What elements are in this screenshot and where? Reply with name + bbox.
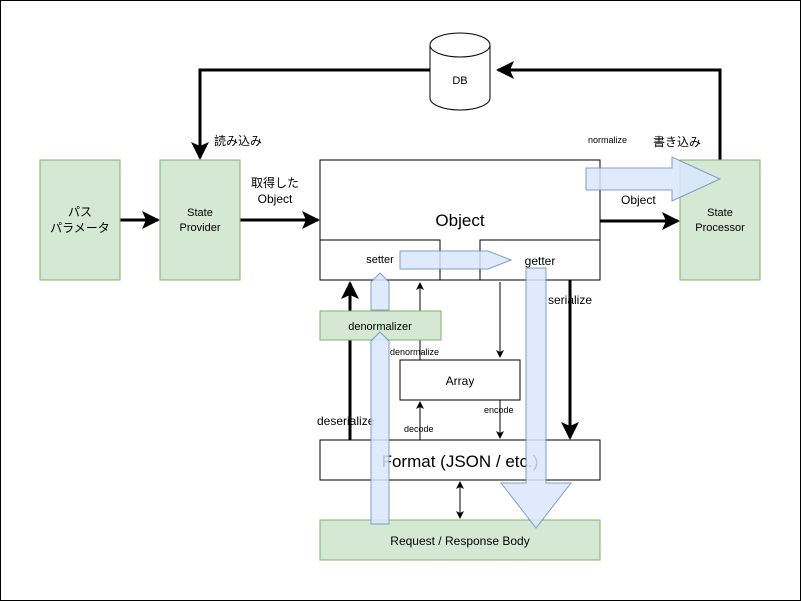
db-to-provider-edge xyxy=(191,68,430,160)
array-box: Array xyxy=(399,359,521,401)
state-provider-label-2: Provider xyxy=(180,222,221,234)
getter-to-body-flow-arrow xyxy=(499,267,573,529)
db-label: DB xyxy=(452,75,467,87)
path-params-box: パス パラメータ xyxy=(39,159,121,281)
normalize-flow-arrow xyxy=(585,156,722,202)
denormalize-label: denormalize xyxy=(390,347,439,357)
path-params-label-2: パラメータ xyxy=(50,221,110,235)
setter-to-getter-flow-arrow xyxy=(399,250,513,270)
write-label: 書き込み xyxy=(653,135,701,149)
denormalizer-label: denormalizer xyxy=(348,321,412,333)
state-processor-label-2: Processor xyxy=(695,222,745,234)
body-to-denormalizer-flow-arrow xyxy=(370,331,390,525)
request-response-body-label: Request / Response Body xyxy=(390,534,529,548)
state-processor-label-1: State xyxy=(707,207,733,219)
setter-label: setter xyxy=(366,254,394,266)
path-params-label-1: パス xyxy=(68,205,92,219)
read-label: 読み込み xyxy=(214,133,262,148)
processor-to-db-edge xyxy=(496,61,722,160)
request-response-body-box: Request / Response Body xyxy=(319,519,601,561)
getter-label: getter xyxy=(525,254,556,268)
object-title: Object xyxy=(435,211,484,230)
array-label: Array xyxy=(446,374,475,388)
normalize-label: normalize xyxy=(588,135,627,145)
encode-label: encode xyxy=(484,405,514,415)
deserialize-label: deserialize xyxy=(317,414,375,428)
object-to-processor-label: Object xyxy=(621,193,656,207)
state-provider-box: State Provider xyxy=(159,159,241,281)
serialize-label: serialize xyxy=(548,293,592,307)
format-label: Format (JSON / etc.) xyxy=(382,452,539,471)
decode-label: decode xyxy=(404,424,434,434)
fetched-object-label-2: Object xyxy=(258,192,293,206)
format-box: Format (JSON / etc.) xyxy=(319,439,601,481)
fetched-object-label-1: 取得した xyxy=(251,175,299,190)
state-provider-label-1: State xyxy=(187,207,213,219)
denormalizer-to-setter-flow-arrow xyxy=(370,272,390,311)
db-cylinder: DB xyxy=(429,32,491,111)
